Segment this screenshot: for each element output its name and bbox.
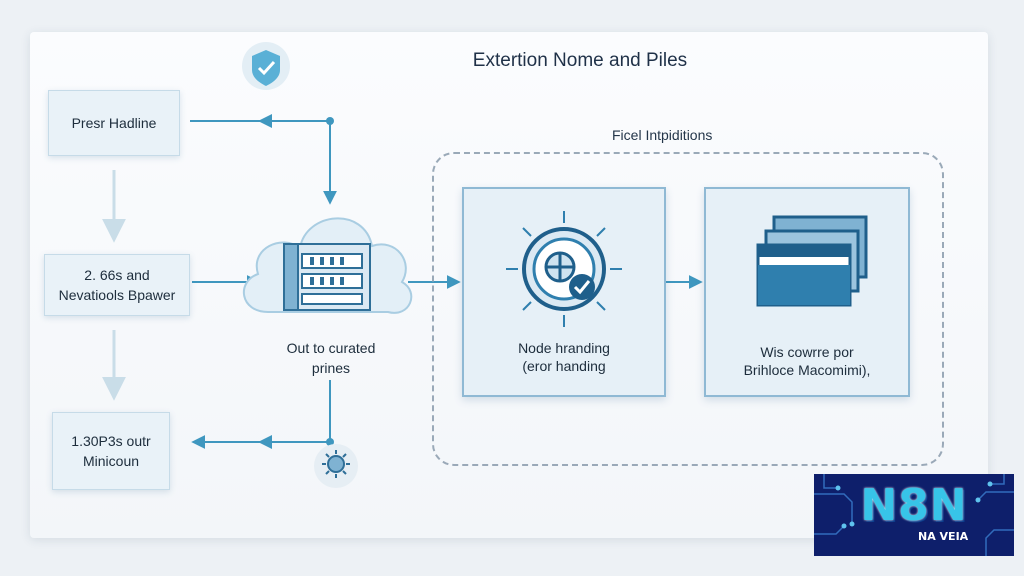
output-box: 1.30P3s outr Minicoun xyxy=(52,412,170,490)
navigation-box-line-2: Nevatiools Bpawer xyxy=(58,287,176,303)
headline-box-line-1: Presr Hadline xyxy=(71,115,157,131)
navigation-box-line-1: 2. 66s and xyxy=(84,267,150,283)
browser-panel-line-1: Wis cowrre por xyxy=(760,344,854,360)
browser-panel: Wis cowrre por Brihloce Macomimi), xyxy=(704,187,910,397)
stacked-windows-icon xyxy=(756,215,868,307)
cloud-label-line-1: Out to curated xyxy=(286,340,376,356)
logo-text-small: NA VEIA xyxy=(918,530,969,543)
circuit-pattern-icon xyxy=(814,474,1014,556)
brand-logo: N8N NA VEIA xyxy=(814,474,1014,556)
arrow-head-top xyxy=(258,114,272,128)
group-label: Ficel Intpiditions xyxy=(612,127,713,143)
output-box-line-1: 1.30P3s outr xyxy=(71,433,151,449)
cloud-label-line-2: prines xyxy=(311,360,351,376)
cloud-server-icon xyxy=(242,217,413,314)
cloud-label: Out to curated prines xyxy=(256,338,406,378)
verified-badge-icon xyxy=(242,42,290,90)
output-box-line-2: Minicoun xyxy=(82,453,140,469)
diagram-title: Extertion Nome and Piles xyxy=(472,50,688,71)
node-handling-text: Node hranding (eror handing xyxy=(464,339,664,375)
node-handling-line-1: Node hranding xyxy=(518,340,610,356)
arrow-head-bottom xyxy=(258,435,272,449)
gear-badge-icon xyxy=(314,444,358,488)
headline-box: Presr Hadline xyxy=(48,90,180,156)
browser-panel-line-2: Brihloce Macomimi), xyxy=(743,362,871,378)
node-handling-panel: Node hranding (eror handing xyxy=(462,187,666,397)
target-check-icon xyxy=(506,211,622,327)
node-handling-line-2: (eror handing xyxy=(522,358,606,374)
logo-text-big: N8N xyxy=(860,480,968,531)
navigation-box: 2. 66s and Nevatiools Bpawer xyxy=(44,254,190,316)
browser-panel-text: Wis cowrre por Brihloce Macomimi), xyxy=(706,343,908,379)
group-container xyxy=(432,152,944,466)
